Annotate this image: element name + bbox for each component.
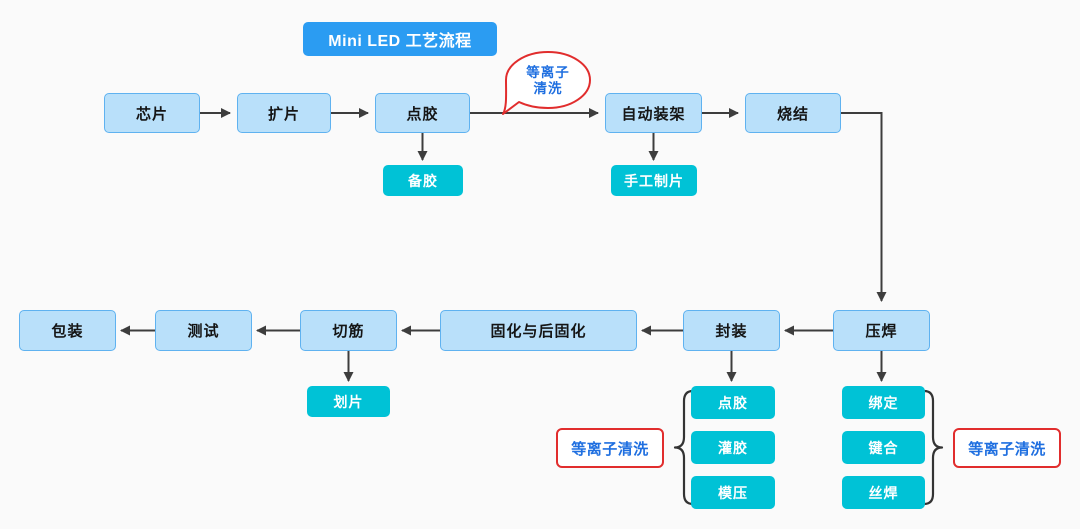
node-dispense: 点胶 [375, 93, 470, 133]
node-prepare-glue: 备胶 [383, 165, 463, 196]
plasma-clean-label-left: 等离子清洗 [556, 428, 664, 468]
node-bond-bind: 绑定 [842, 386, 925, 419]
node-encapsulate: 封装 [683, 310, 780, 351]
node-bond-bonding: 键合 [842, 431, 925, 464]
node-test: 测试 [155, 310, 252, 351]
node-cure: 固化与后固化 [440, 310, 637, 351]
node-trim: 切筋 [300, 310, 397, 351]
bubble-line1: 等离子 [526, 65, 570, 80]
node-scribe: 划片 [307, 386, 390, 417]
right-group-brace [922, 389, 944, 506]
node-press-weld: 压焊 [833, 310, 930, 351]
bubble-line2: 清洗 [533, 81, 563, 96]
arrow-sinter-to-pressweld [841, 112, 887, 302]
diagram-title: Mini LED 工艺流程 [303, 22, 497, 56]
node-encap-mold: 模压 [691, 476, 775, 509]
node-chip: 芯片 [104, 93, 200, 133]
node-manual-wafer: 手工制片 [611, 165, 697, 196]
node-sinter: 烧结 [745, 93, 841, 133]
plasma-clean-label-right: 等离子清洗 [953, 428, 1061, 468]
node-encap-fill-glue: 灌胶 [691, 431, 775, 464]
node-auto-mount: 自动装架 [605, 93, 702, 133]
plasma-clean-bubble-label: 等离子 清洗 [506, 59, 590, 103]
node-film-expand: 扩片 [237, 93, 331, 133]
node-encap-dispense: 点胶 [691, 386, 775, 419]
node-bond-wire-weld: 丝焊 [842, 476, 925, 509]
node-pack: 包装 [19, 310, 116, 351]
